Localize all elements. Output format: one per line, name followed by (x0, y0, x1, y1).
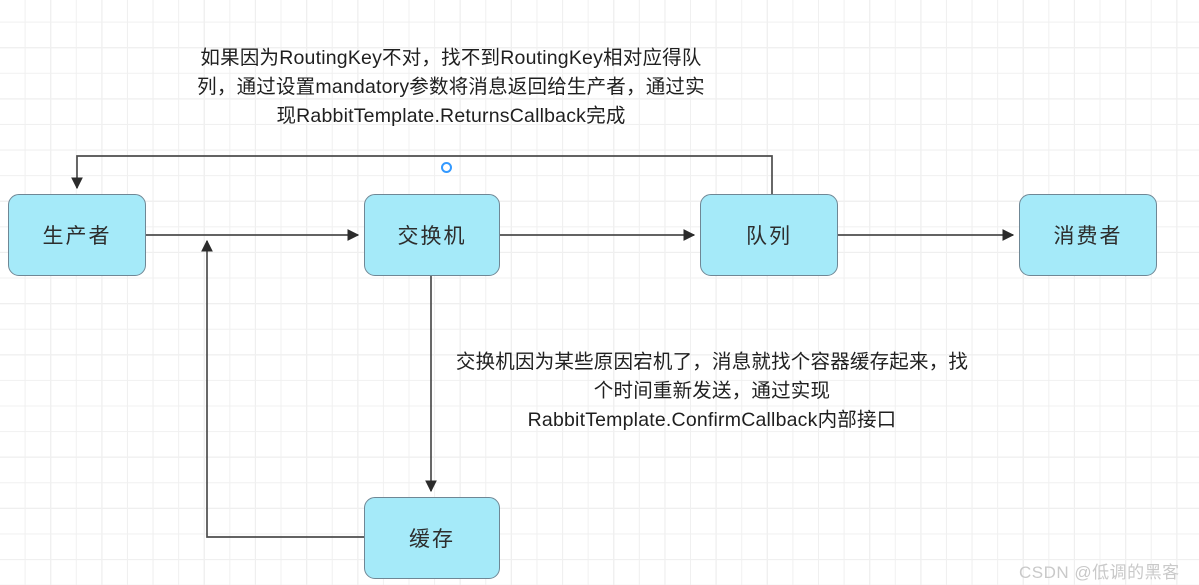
node-queue[interactable]: 队列 (700, 194, 838, 276)
edge-queue-to-producer-return (71, 155, 773, 194)
note-returns-callback: 如果因为RoutingKey不对，找不到RoutingKey相对应得队 列，通过… (197, 47, 705, 127)
node-consumer[interactable]: 消费者 (1019, 194, 1157, 276)
node-producer[interactable]: 生产者 (8, 194, 146, 276)
edge-waypoint-handle-icon[interactable] (441, 162, 452, 173)
node-exchange[interactable]: 交换机 (364, 194, 500, 276)
node-cache[interactable]: 缓存 (364, 497, 500, 579)
csdn-watermark: CSDN @低调的黑客 (1019, 563, 1180, 582)
edge-cache-to-producer-line (201, 239, 364, 538)
note-confirm-callback: 交换机因为某些原因宕机了，消息就找个容器缓存起来，找 个时间重新发送，通过实现 … (455, 351, 969, 431)
